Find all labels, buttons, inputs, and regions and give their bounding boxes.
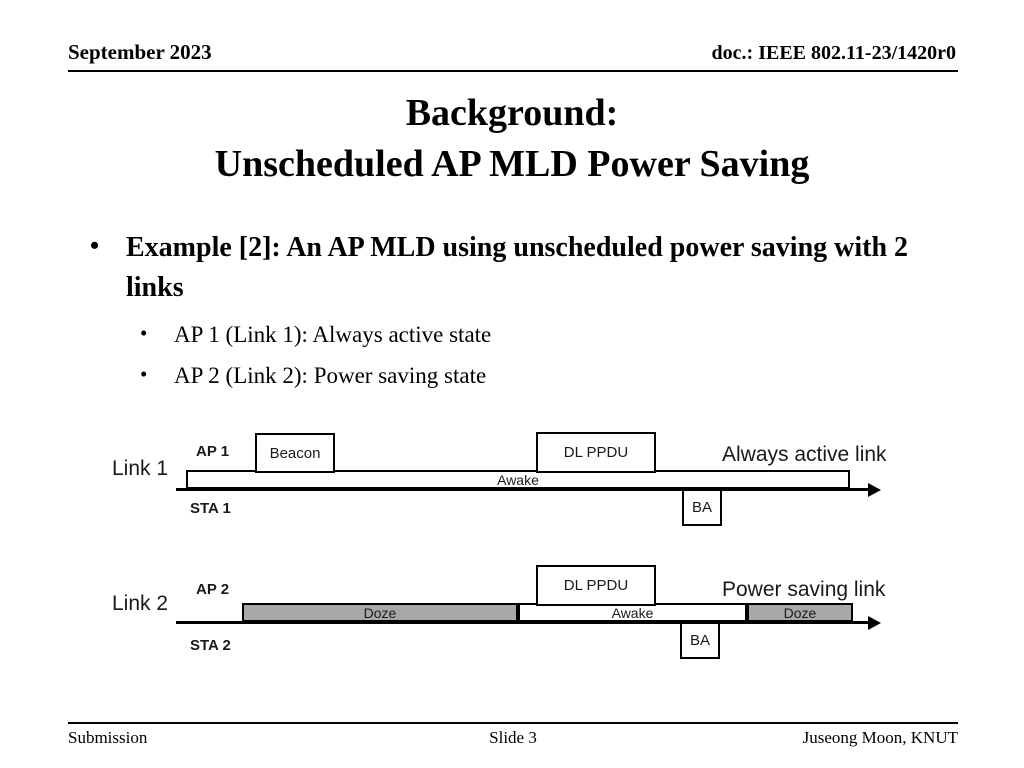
header-document-id: doc.: IEEE 802.11-23/1420r0 [711, 42, 956, 64]
link2-sta-label: STA 2 [190, 637, 231, 654]
link2-state-awake-label: Awake [611, 605, 654, 621]
link2-state-doze-2 [747, 603, 853, 622]
link2-label: Link 2 [112, 592, 169, 615]
bullet-level1-text: Example [2]: An AP MLD using unscheduled… [126, 232, 909, 304]
link2-caption: Power saving link [722, 578, 886, 601]
link1-sta-label: STA 1 [190, 500, 231, 517]
link1-beacon-label: Beacon [269, 444, 321, 462]
link1-ba-box: BA [682, 489, 722, 526]
link2-state-doze-1-label: Doze [363, 605, 397, 621]
bullet-glyph: • [90, 231, 100, 260]
link1-state-awake [186, 470, 850, 489]
link2-ba-label: BA [689, 632, 710, 649]
link2-timeline-axis [176, 621, 874, 624]
link2-dl-ppdu-box: DL PPDU [536, 565, 656, 606]
slide-footer: Submission Slide 3 Juseong Moon, KNUT [68, 728, 958, 752]
slide-header: September 2023 doc.: IEEE 802.11-23/1420… [68, 40, 956, 70]
header-date: September 2023 [68, 40, 212, 64]
footer-divider [68, 722, 958, 724]
link2-state-doze-1 [242, 603, 518, 622]
link1-beacon-box: Beacon [255, 433, 335, 473]
link1-timeline-arrow-icon [868, 483, 881, 497]
link2-state-doze-2-label: Doze [783, 605, 817, 621]
link2-ap-label: AP 2 [196, 581, 230, 598]
link1-caption: Always active link [722, 443, 887, 466]
link1-ba-label: BA [691, 499, 712, 516]
link1-ap-label: AP 1 [196, 443, 230, 460]
link1-state-awake-label: Awake [497, 472, 539, 488]
page-title-line-1: Background: [405, 92, 619, 134]
link1-timeline-axis [176, 488, 874, 491]
bullet-list: • Example [2]: An AP MLD using unschedul… [78, 228, 938, 397]
footer-slide-number: Slide 3 [489, 728, 537, 747]
link2-ba-box: BA [680, 622, 720, 659]
bullet-level2-text: AP 2 (Link 2): Power saving state [174, 362, 487, 388]
header-divider [68, 70, 958, 72]
link1-dl-ppdu-label: DL PPDU [563, 444, 629, 461]
page-title: Background: Unscheduled AP MLD Power Sav… [62, 88, 962, 189]
link1-label: Link 1 [112, 457, 169, 480]
bullet-level2-text: AP 1 (Link 1): Always active state [174, 321, 492, 347]
link2-dl-ppdu-label: DL PPDU [563, 577, 629, 594]
footer-submission: Submission [68, 728, 148, 747]
page-title-line-2: Unscheduled AP MLD Power Saving [214, 142, 810, 185]
bullet-level2-item: • AP 2 (Link 2): Power saving state [78, 356, 938, 397]
bullet-glyph: • [140, 320, 148, 345]
bullet-glyph: • [140, 361, 148, 386]
footer-author: Juseong Moon, KNUT [802, 728, 958, 747]
link2-timeline-arrow-icon [868, 616, 881, 630]
link1-dl-ppdu-box: DL PPDU [536, 432, 656, 473]
bullet-level2-item: • AP 1 (Link 1): Always active state [78, 315, 938, 356]
bullet-level1: • Example [2]: An AP MLD using unschedul… [78, 228, 938, 309]
